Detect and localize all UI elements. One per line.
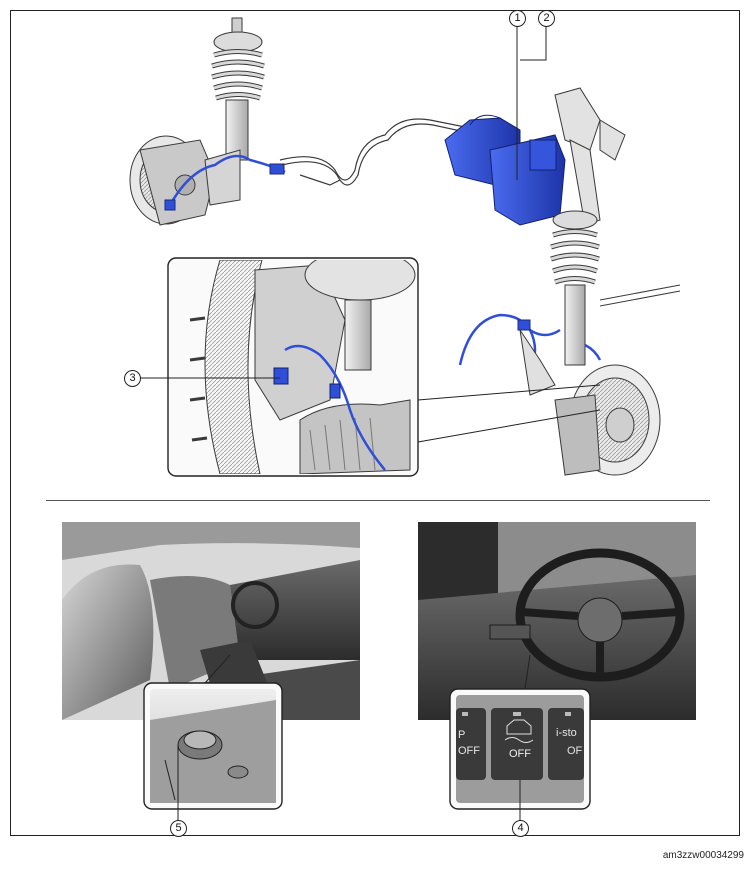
switch-panel-inset xyxy=(449,654,591,820)
left-button-label-bottom: OFF xyxy=(458,745,480,757)
callout-4: 4 xyxy=(512,820,529,837)
pedal-bracket xyxy=(554,87,626,226)
callout-5: 5 xyxy=(170,820,187,837)
right-button-label-top: i-sto xyxy=(556,727,577,739)
left-button-label-top: P xyxy=(458,729,465,741)
callout-3: 3 xyxy=(124,370,141,387)
brake-pipes xyxy=(279,118,471,186)
leader-lines-top xyxy=(516,26,547,180)
left-harness xyxy=(168,154,286,206)
right-button-label-bottom: OF xyxy=(567,745,583,757)
traction-off-label: OFF xyxy=(509,748,531,760)
dashboard-view xyxy=(418,522,696,720)
right-strut-assembly xyxy=(550,210,681,366)
left-strut-assembly xyxy=(211,17,265,161)
parking-switch-inset xyxy=(143,654,283,820)
reference-code: am3zzw00034299 xyxy=(662,850,744,861)
left-brake-knuckle xyxy=(129,135,241,226)
sensor-detail-inset xyxy=(140,257,601,477)
callout-2: 2 xyxy=(538,10,555,27)
section-divider xyxy=(46,500,710,501)
figure-frame xyxy=(10,10,740,836)
callout-1: 1 xyxy=(509,10,526,27)
right-brake-disc xyxy=(554,364,661,476)
